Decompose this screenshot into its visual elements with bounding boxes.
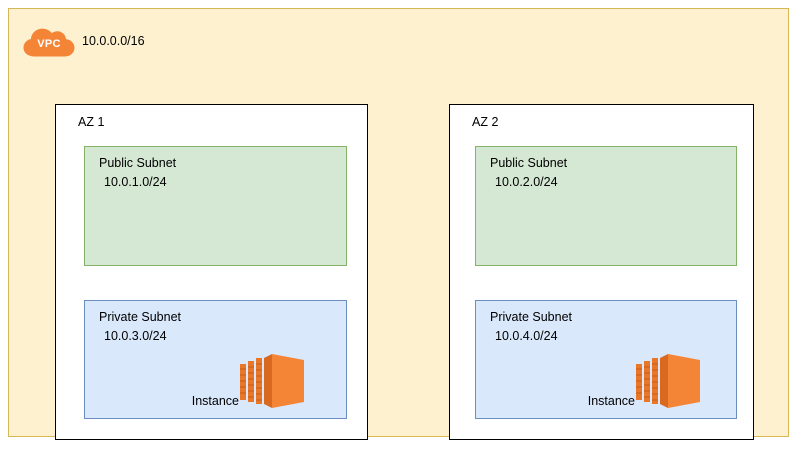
az-1-label: AZ 1 — [78, 115, 105, 129]
vpc-cloud-icon: VPC — [21, 23, 77, 61]
az-2-label: AZ 2 — [472, 115, 499, 129]
ec2-instance-icon[interactable] — [628, 350, 706, 412]
az-2-private-subnet[interactable]: Private Subnet 10.0.4.0/24 Instance — [475, 300, 737, 419]
az-1-private-subnet-cidr: 10.0.3.0/24 — [104, 329, 167, 343]
az-1-private-subnet[interactable]: Private Subnet 10.0.3.0/24 Instance — [84, 300, 347, 419]
az-1-private-subnet-title: Private Subnet — [99, 310, 181, 324]
vpc-cidr-label: 10.0.0.0/16 — [82, 34, 145, 48]
az-2-instance-label: Instance — [587, 394, 635, 408]
ec2-instance-icon[interactable] — [232, 350, 310, 412]
az-1-public-subnet-title: Public Subnet — [99, 156, 177, 170]
availability-zone-az-1[interactable]: AZ 1 Public Subnet 10.0.1.0/24 Private S… — [55, 104, 368, 440]
availability-zone-az-2[interactable]: AZ 2 Public Subnet 10.0.2.0/24 Private S… — [449, 104, 754, 440]
az-1-public-subnet[interactable]: Public Subnet 10.0.1.0/24 — [84, 146, 347, 266]
az-1-public-subnet-cidr: 10.0.1.0/24 — [104, 175, 167, 189]
az-2-public-subnet-cidr: 10.0.2.0/24 — [495, 175, 558, 189]
az-2-private-subnet-cidr: 10.0.4.0/24 — [495, 329, 558, 343]
az-2-public-subnet-title: Public Subnet — [490, 156, 568, 170]
az-2-public-subnet[interactable]: Public Subnet 10.0.2.0/24 — [475, 146, 737, 266]
az-1-instance-label: Instance — [191, 394, 239, 408]
vpc-container[interactable]: VPC 10.0.0.0/16 AZ 1 Public Subnet 10.0.… — [8, 8, 789, 440]
az-2-private-subnet-title: Private Subnet — [490, 310, 572, 324]
